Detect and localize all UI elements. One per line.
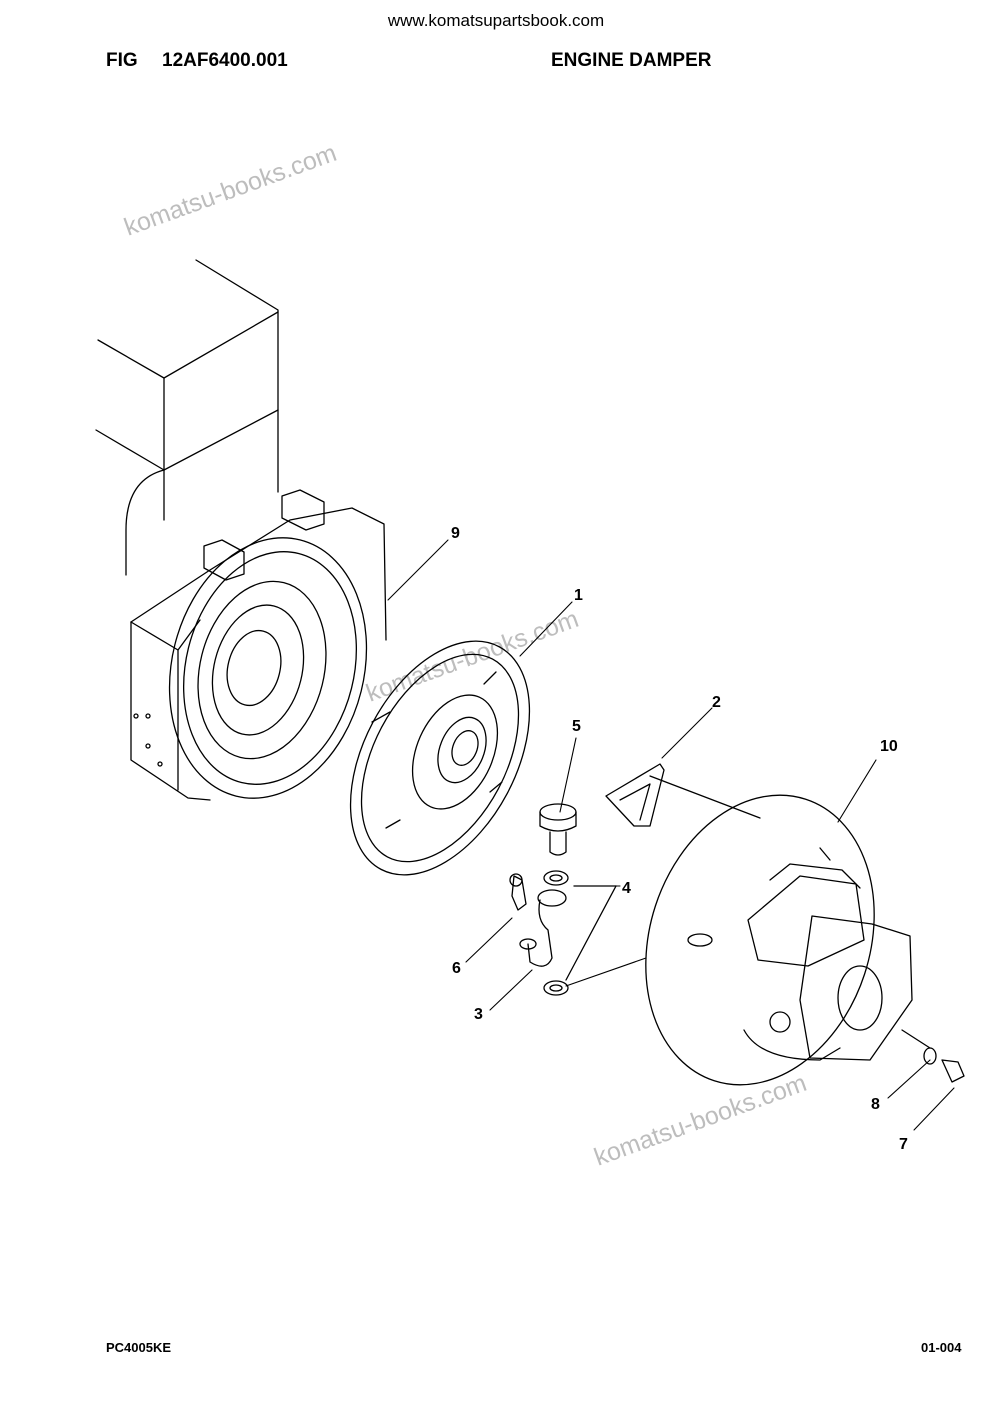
callout-8: 8 — [871, 1096, 880, 1113]
callout-6: 6 — [452, 960, 461, 977]
leader-lines — [387, 539, 955, 1131]
site-url[interactable]: www.komatsupartsbook.com — [387, 11, 605, 30]
model-code: PC4005KE — [106, 1340, 172, 1355]
callout-7: 7 — [899, 1136, 908, 1153]
pump-housing — [645, 794, 931, 1086]
callout-5: 5 — [572, 718, 581, 735]
figure-label: FIG — [106, 50, 138, 71]
flywheel-housing — [130, 489, 387, 801]
callout-4: 4 — [622, 880, 631, 897]
sensor — [509, 873, 527, 911]
watermark: komatsu-books.com — [590, 1069, 810, 1172]
watermark: komatsu-books.com — [120, 139, 340, 242]
callout-9: 9 — [451, 525, 460, 542]
bracket — [605, 763, 761, 827]
callout-3: 3 — [474, 1006, 483, 1023]
washers — [543, 870, 617, 996]
callout-2: 2 — [712, 694, 721, 711]
page-number: 01-004 — [921, 1340, 962, 1355]
drain-plug — [923, 1047, 965, 1083]
watermark: komatsu-books.com — [362, 605, 582, 708]
figure-title: ENGINE DAMPER — [551, 50, 712, 71]
engine-block — [95, 259, 279, 576]
pipe-elbow — [519, 889, 567, 967]
callout-10: 10 — [880, 738, 898, 755]
damper-disc — [349, 640, 531, 876]
banjo-bolt — [539, 803, 577, 856]
figure-number: 12AF6400.001 — [162, 50, 288, 71]
callout-1: 1 — [574, 587, 583, 604]
